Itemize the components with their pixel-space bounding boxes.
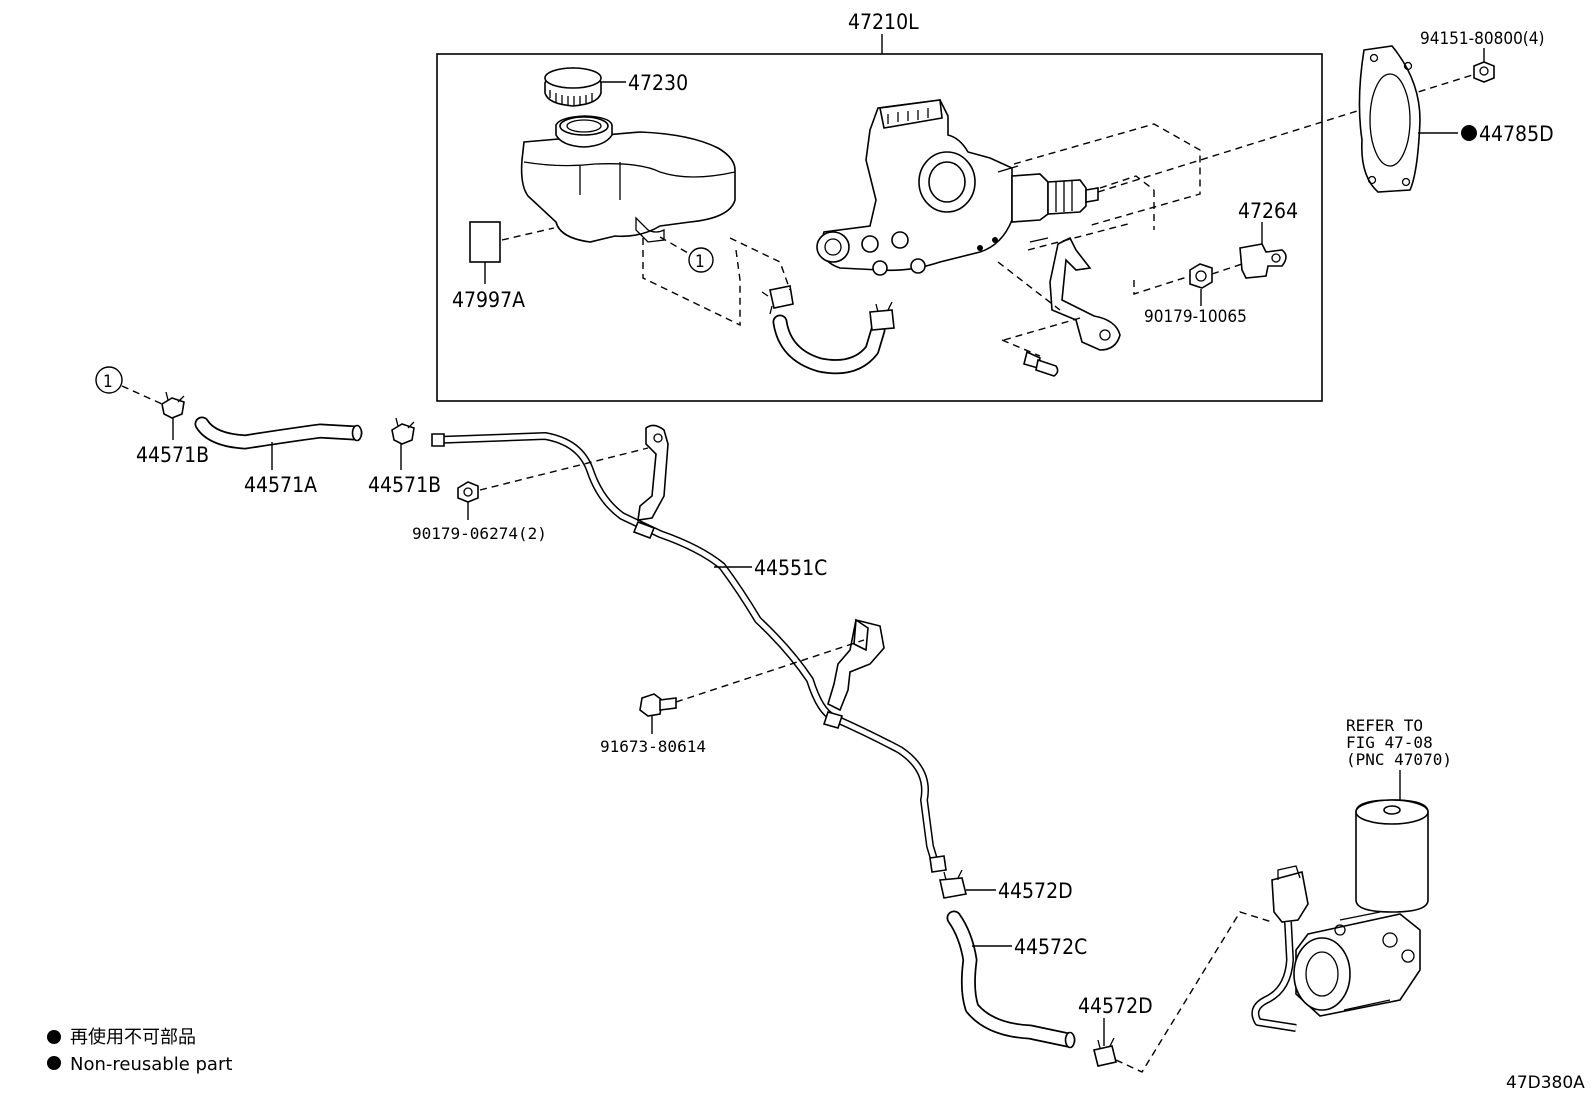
hose-clip-box-left[interactable] bbox=[761, 285, 794, 315]
callout-44785D[interactable]: 44785D bbox=[1479, 122, 1554, 146]
callout-44571A[interactable]: 44571A bbox=[244, 473, 317, 497]
refer-note-line2: FIG 47-08 bbox=[1346, 733, 1433, 752]
non-reusable-marker-44785D bbox=[1461, 125, 1477, 141]
bracket-47264[interactable] bbox=[1239, 243, 1287, 279]
callout-44572D-lower[interactable]: 44572D bbox=[1078, 994, 1153, 1018]
nut-90179-10065[interactable] bbox=[1189, 263, 1213, 289]
hose-44572C[interactable] bbox=[946, 910, 1076, 1049]
master-cylinder[interactable] bbox=[816, 99, 1099, 276]
legend-bullet-en bbox=[47, 1056, 61, 1070]
tube-44551C[interactable] bbox=[431, 432, 947, 873]
tube-bracket-middle[interactable] bbox=[827, 618, 885, 712]
reservoir-tank[interactable] bbox=[520, 115, 736, 243]
callout-90179-06274[interactable]: 90179-06274(2) bbox=[412, 524, 547, 543]
clip-44572D-lower[interactable] bbox=[1093, 1037, 1117, 1067]
hose-clip-box-right[interactable] bbox=[869, 301, 895, 331]
reservoir-cap[interactable] bbox=[544, 67, 602, 107]
pump-motor-assembly[interactable] bbox=[1251, 799, 1429, 1032]
callout-47230[interactable]: 47230 bbox=[628, 71, 688, 95]
reference-circle-1-lower[interactable]: 1 bbox=[95, 366, 123, 394]
callout-90179-10065[interactable]: 90179-10065 bbox=[1144, 307, 1247, 327]
figure-code: 47D380A bbox=[1506, 1073, 1585, 1093]
svg-text:1: 1 bbox=[695, 252, 705, 272]
assembly-47210L-frame bbox=[436, 53, 1323, 402]
cylinder-mount-bolt[interactable] bbox=[1023, 350, 1059, 377]
nut-90179-06274[interactable] bbox=[457, 481, 479, 503]
callout-44571B-left[interactable]: 44571B bbox=[136, 443, 209, 467]
gasket-44785D[interactable] bbox=[1358, 45, 1421, 193]
callout-44571B-right[interactable]: 44571B bbox=[368, 473, 441, 497]
callout-44572D-upper[interactable]: 44572D bbox=[998, 879, 1073, 903]
tube-bracket-upper[interactable] bbox=[637, 424, 669, 521]
legend-bullet-jp bbox=[47, 1030, 61, 1044]
reference-circle-1-upper[interactable]: 1 bbox=[659, 236, 714, 273]
callout-91673-80614[interactable]: 91673-80614 bbox=[600, 737, 706, 756]
cylinder-bracket[interactable] bbox=[1049, 236, 1121, 351]
callout-94151-80800[interactable]: 94151-80800(4) bbox=[1420, 29, 1544, 49]
callout-44572C[interactable]: 44572C bbox=[1014, 935, 1087, 959]
caution-label[interactable] bbox=[469, 221, 501, 263]
nut-94151-80800[interactable] bbox=[1473, 61, 1495, 83]
clip-44571B-right[interactable] bbox=[391, 417, 415, 445]
bolt-91673-80614[interactable] bbox=[639, 693, 677, 717]
callout-44551C[interactable]: 44551C bbox=[754, 556, 827, 580]
reservoir-hose[interactable] bbox=[772, 314, 886, 375]
refer-note-line1: REFER TO bbox=[1346, 716, 1423, 735]
svg-text:1: 1 bbox=[103, 372, 113, 392]
callout-47997A[interactable]: 47997A bbox=[452, 288, 525, 312]
clip-44571B-left[interactable] bbox=[161, 391, 185, 419]
refer-note-line3: (PNC 47070) bbox=[1346, 750, 1452, 769]
clip-44572D-upper[interactable] bbox=[939, 869, 967, 899]
callout-47210L[interactable]: 47210L bbox=[848, 10, 919, 34]
callout-47264[interactable]: 47264 bbox=[1238, 199, 1298, 223]
legend-en: Non-reusable part bbox=[70, 1054, 232, 1075]
legend-jp: 再使用不可部品 bbox=[70, 1027, 196, 1048]
hose-44571A[interactable] bbox=[194, 416, 363, 450]
